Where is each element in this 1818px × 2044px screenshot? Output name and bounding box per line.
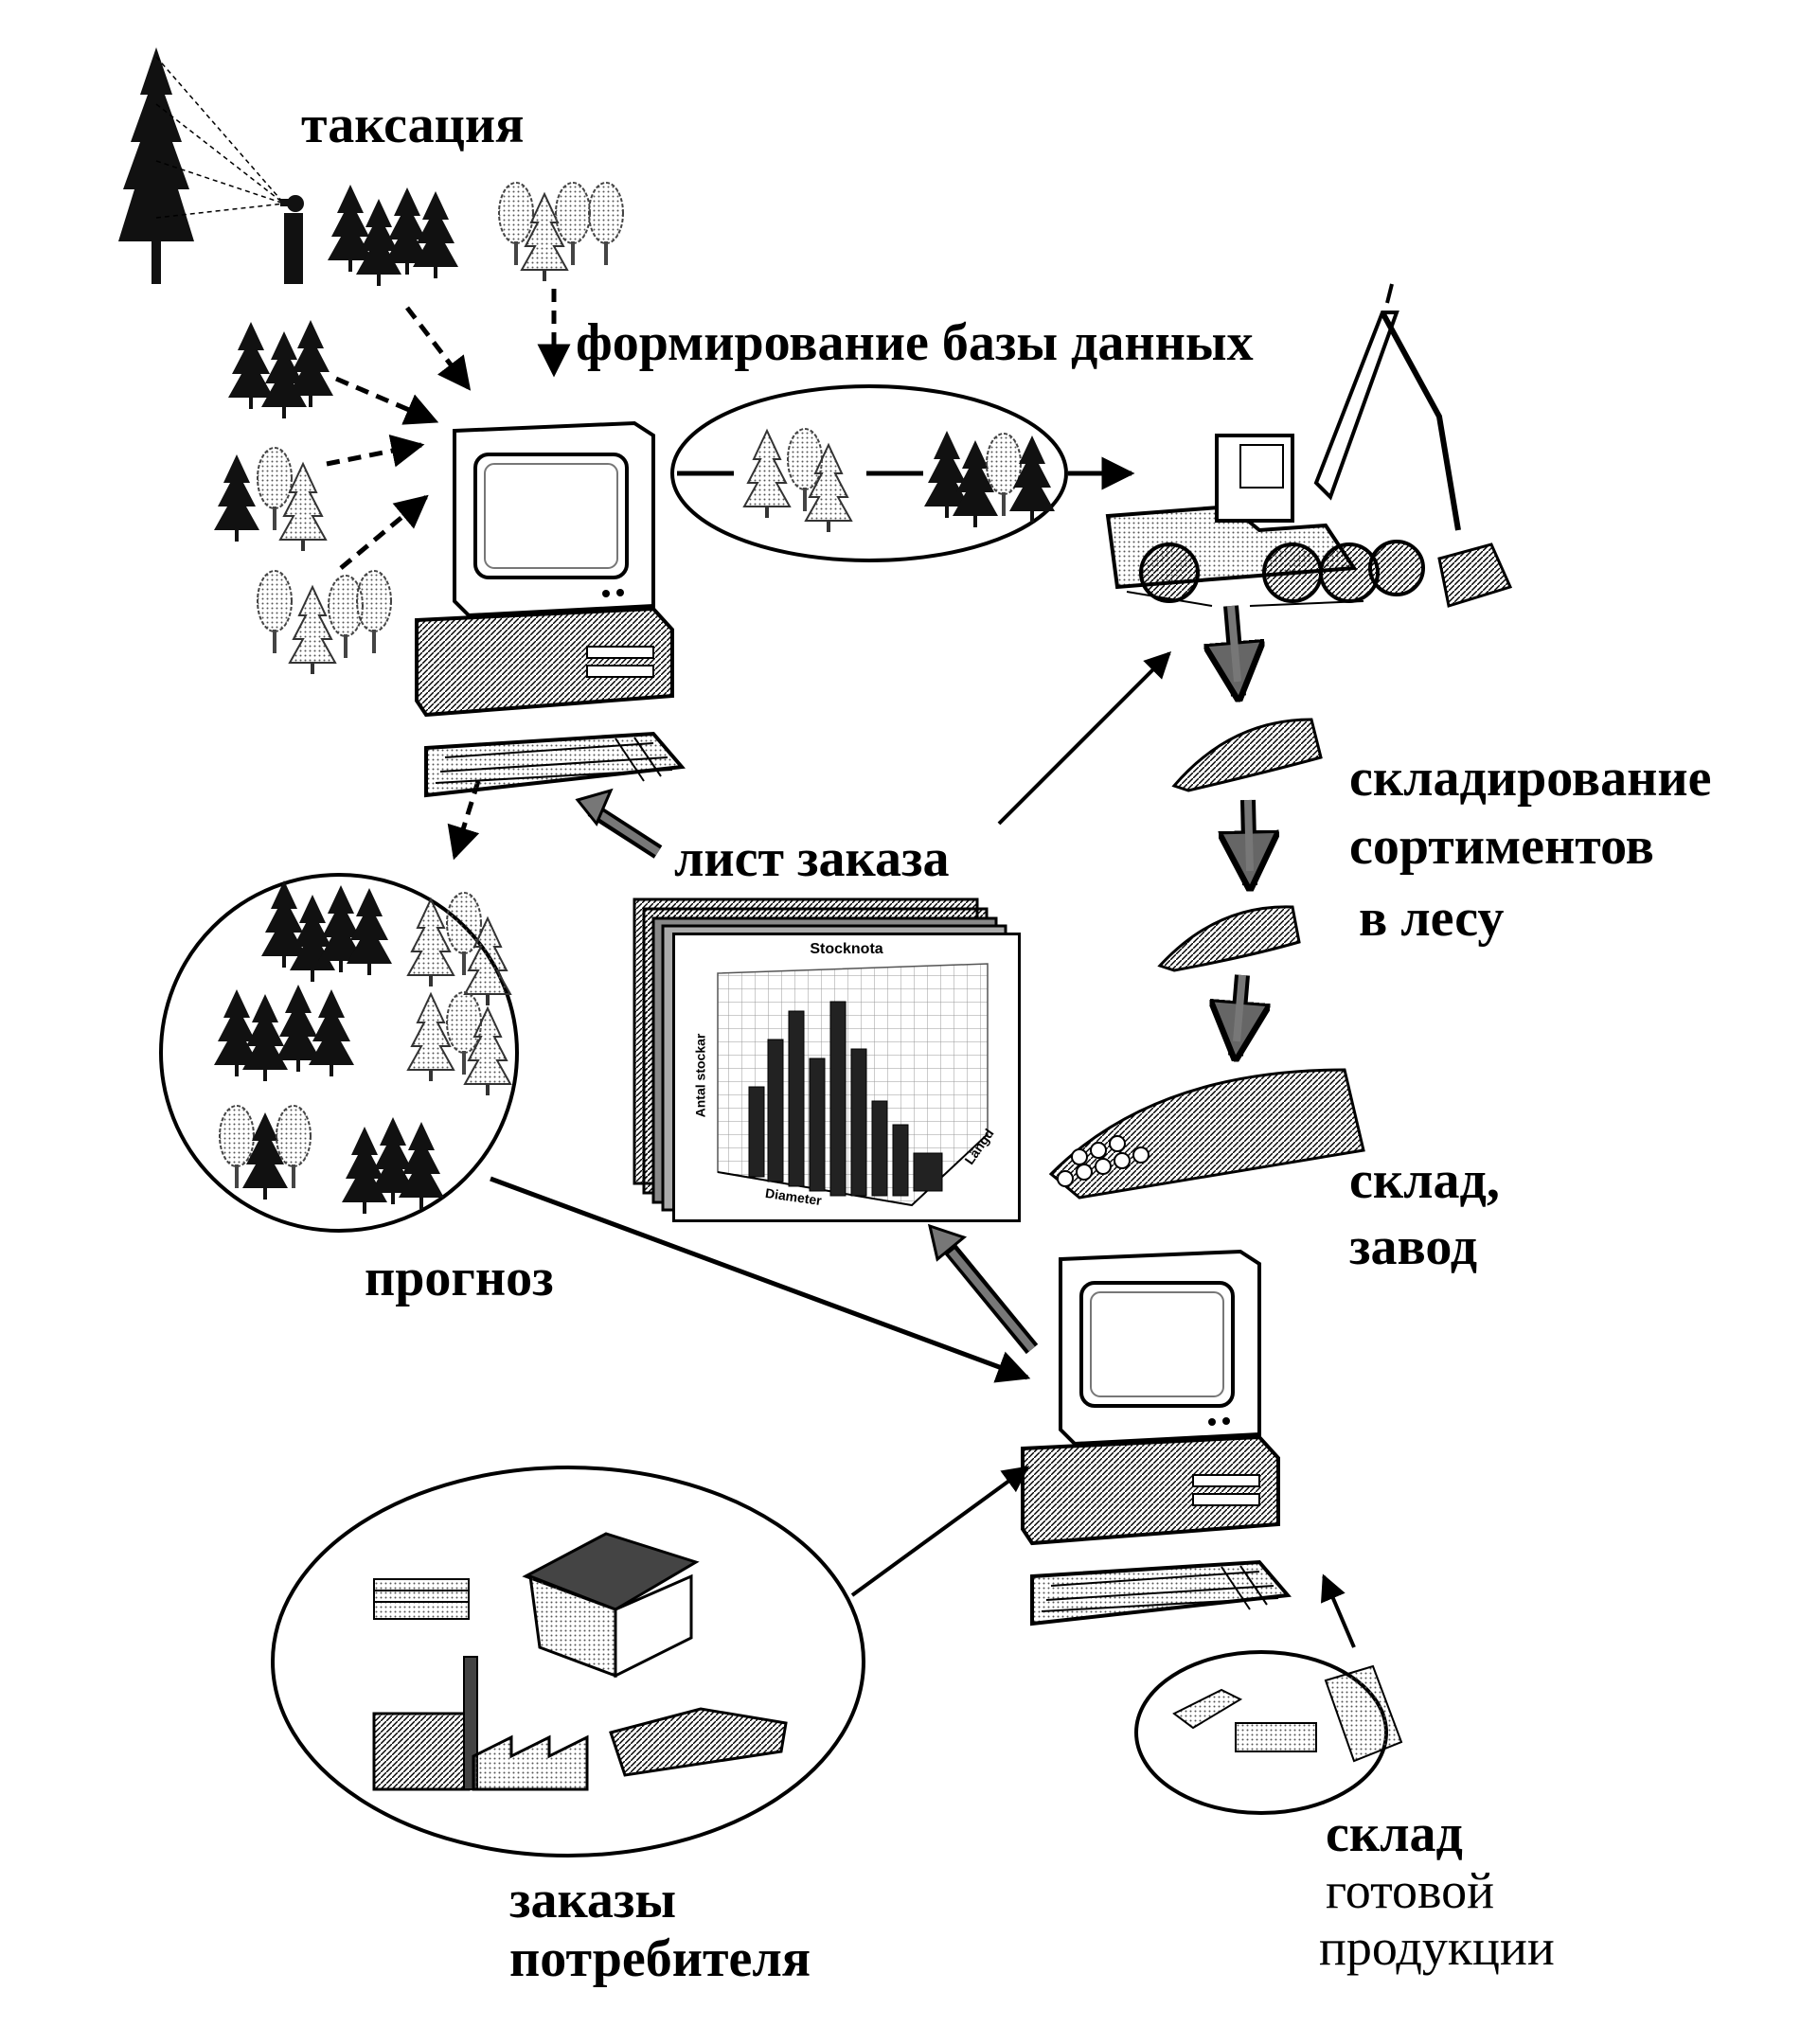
- factory-icon: [372, 1656, 589, 1791]
- order-to-harvester-arrow: [997, 651, 1171, 826]
- survey-data-arrows: [326, 289, 571, 861]
- log-pile-large: [1048, 1068, 1365, 1200]
- finished-goods-to-computer-arrow: [1321, 1573, 1356, 1648]
- computer-to-order-sheet-arrow: [927, 1223, 1039, 1355]
- bar: [829, 1001, 847, 1197]
- label-storage-forest-3: в лесу: [1359, 889, 1505, 948]
- forest-stand-mixed-top: [498, 182, 624, 282]
- surveyor-tree-illustration: [118, 47, 304, 284]
- label-taxation: таксация: [301, 96, 525, 154]
- label-order-sheet: лист заказа: [674, 829, 950, 888]
- forecast-circle: [159, 873, 519, 1233]
- label-finished-goods-3: продукции: [1319, 1919, 1555, 1976]
- label-finished-goods-2: готовой: [1326, 1862, 1495, 1919]
- label-warehouse-2: завод: [1349, 1218, 1478, 1276]
- log-pile-small-2: [1157, 905, 1301, 972]
- lumber-stack-icon: [373, 1578, 470, 1620]
- label-database: формирование базы данных: [576, 313, 1254, 372]
- label-storage-forest-1: складирование: [1349, 749, 1712, 808]
- bar: [850, 1048, 867, 1197]
- label-warehouse-1: склад,: [1349, 1151, 1500, 1210]
- computer-planning: [415, 421, 684, 797]
- bar: [748, 1086, 765, 1178]
- forest-stand-light-left: [257, 570, 392, 675]
- chart-title: Stocknota: [810, 941, 883, 957]
- label-finished-goods-1: склад: [1326, 1804, 1463, 1863]
- finished-goods-ellipse: [1134, 1650, 1403, 1815]
- order-sheet-chart: Stocknota Antal stockar Diameter Längd: [672, 933, 1021, 1222]
- timber-flow-arrows-fill: [1227, 605, 1254, 1042]
- customer-orders-ellipse: [271, 1466, 865, 1857]
- label-forecast: прогноз: [365, 1249, 554, 1307]
- order-to-computer-arrow: [575, 788, 663, 859]
- forest-stand-mixed-left: [214, 447, 327, 552]
- computer-sales: [1021, 1250, 1290, 1626]
- bar: [871, 1100, 888, 1197]
- forest-stand-dark-top: [328, 185, 458, 286]
- bar: [809, 1058, 826, 1192]
- label-storage-forest-2: сортиментов: [1349, 817, 1654, 876]
- house-icon: [522, 1532, 700, 1679]
- database-ellipse: [670, 384, 1068, 562]
- label-customer-orders-1: заказы: [509, 1871, 677, 1929]
- bar: [892, 1124, 909, 1197]
- log-pile-small-1: [1171, 718, 1323, 792]
- orders-to-computer-arrow: [850, 1466, 1030, 1597]
- chart-y-axis-label: Antal stockar: [692, 1033, 708, 1118]
- order-chart-graphic: [717, 963, 989, 1207]
- harvester-machine: [1105, 283, 1513, 608]
- bar: [788, 1010, 805, 1187]
- warehouse-icon: [609, 1707, 788, 1777]
- bar: [913, 1152, 943, 1192]
- label-customer-orders-2: потребителя: [509, 1929, 811, 1988]
- forest-stand-dark-left: [228, 320, 333, 418]
- bar: [767, 1039, 784, 1182]
- forecast-to-computer-arrow: [490, 1176, 1031, 1383]
